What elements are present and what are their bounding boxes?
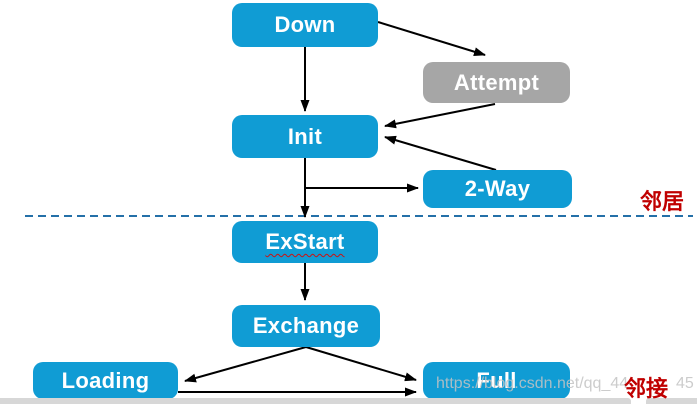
node-exchange: Exchange <box>232 305 380 347</box>
node-attempt: Attempt <box>423 62 570 103</box>
node-two-way-label: 2-Way <box>464 176 531 201</box>
node-init: Init <box>232 115 378 158</box>
node-two-way: 2-Way <box>423 170 572 208</box>
adjacency-state-label: 邻接 <box>624 376 669 401</box>
edge-exchange-full <box>305 346 417 382</box>
node-attempt-label: Attempt <box>453 69 540 95</box>
footer-bar-left-segment <box>0 398 631 404</box>
csdn-watermark-tail: 45 <box>676 375 694 392</box>
node-init-label: Init <box>287 123 323 149</box>
neighbor-state-label: 邻居 <box>640 189 685 214</box>
node-full: Full <box>423 362 570 399</box>
edge-attempt-init <box>384 103 496 129</box>
node-exchange-label: Exchange <box>252 313 360 338</box>
node-down: Down <box>232 3 378 47</box>
node-loading-label: Loading <box>61 367 150 393</box>
edge-twoway-init <box>384 135 497 171</box>
csdn-watermark: https://blog.csdn.net/qq_44 <box>436 375 629 392</box>
node-full-label: Full <box>476 367 517 393</box>
node-down-label: Down <box>274 12 336 37</box>
edge-exchange-loading <box>184 346 307 383</box>
node-exstart: ExStart <box>232 221 378 263</box>
footer-bar-right-segment <box>646 398 697 404</box>
node-loading: Loading <box>33 362 178 399</box>
edge-down-attempt <box>377 21 486 57</box>
node-exstart-label: ExStart <box>265 229 345 254</box>
